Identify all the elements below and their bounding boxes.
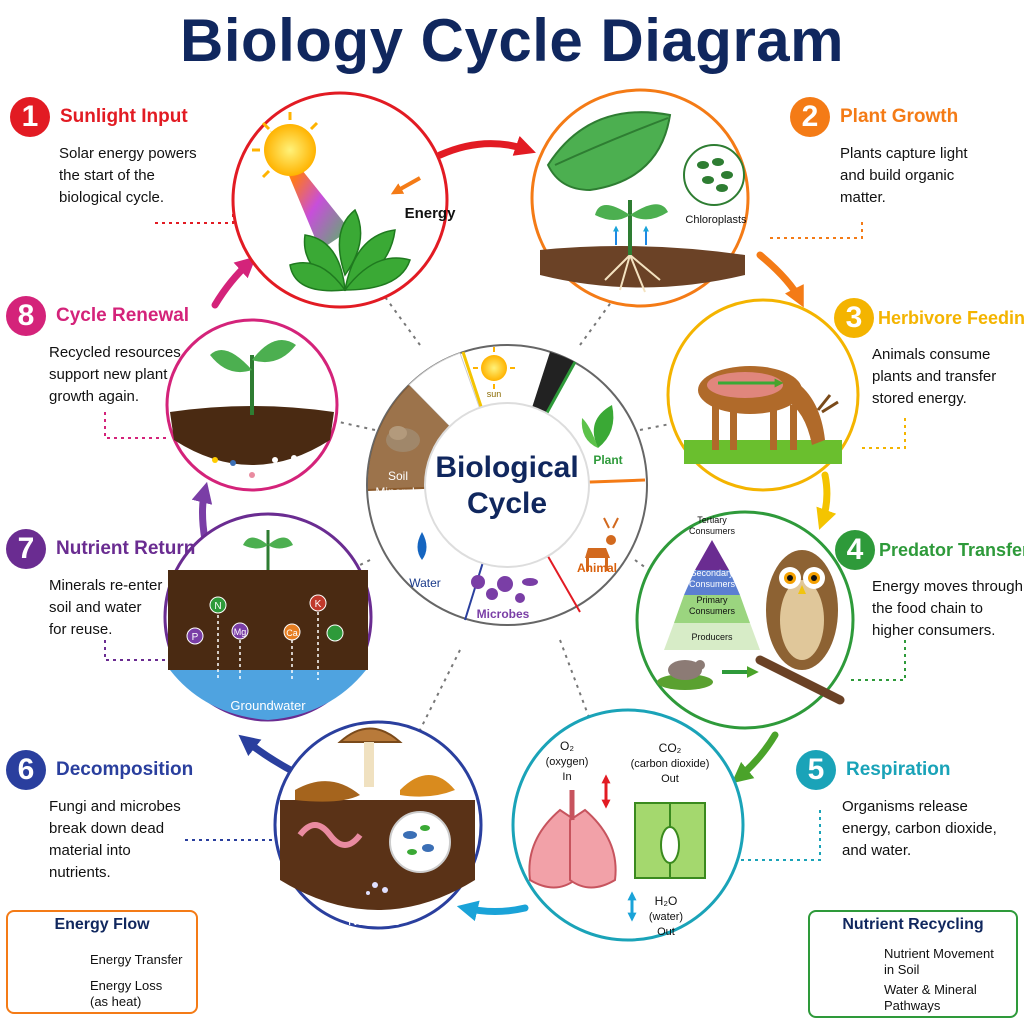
co2-label-1: CO₂ <box>659 741 682 755</box>
pyramid-level-label: Producers <box>691 632 733 642</box>
step-6-badge: 6 <box>6 750 46 790</box>
nutrients-label: Nutrients <box>348 913 401 928</box>
co2-label-3: Out <box>661 773 679 785</box>
legend-water-mineral-label: Water & Mineral Pathways <box>884 982 977 1014</box>
step-7-description: Minerals re-enter soil and water for reu… <box>49 575 195 641</box>
h2o-label-3: Out <box>657 926 675 938</box>
step-4-description: Energy moves through the food chain to h… <box>872 576 1024 642</box>
h2o-label-2: (water) <box>649 911 683 923</box>
mineral-ca: Ca <box>286 628 298 638</box>
step-7-title: Nutrient Return <box>56 538 195 560</box>
step-7-badge: 7 <box>6 529 46 569</box>
legend-energy-loss-label: Energy Loss (as heat) <box>90 978 162 1010</box>
o2-label-3: In <box>562 771 571 783</box>
wheel-plant-label: Plant <box>593 453 622 467</box>
stage-6-decomposition-illustration: Nutrients <box>275 722 481 928</box>
step-1-description: Solar energy powers the start of the bio… <box>59 143 197 209</box>
stage-3-herbivore-illustration <box>668 300 858 490</box>
step-2-badge: 2 <box>790 97 830 137</box>
stage-7-nutrient-return-illustration: N K Ca Mg P Groundwater <box>165 514 371 720</box>
step-1-badge: 1 <box>10 97 50 137</box>
wheel-soil-label-1: Soil <box>388 469 408 483</box>
step-7-nutrient-return: 7 Nutrient Return Minerals re-enter soil… <box>6 529 195 641</box>
step-4-title: Predator Transfer <box>879 540 1024 561</box>
step-1-title: Sunlight Input <box>60 106 188 128</box>
center-title-line2: Cycle <box>467 487 547 520</box>
co2-label-2: (carbon dioxide) <box>631 758 710 770</box>
page-title: Biology Cycle Diagram <box>0 6 1024 75</box>
step-4-predator-transfer: 4 Predator Transfer Energy moves through… <box>835 530 1024 642</box>
legend-energy-transfer-label: Energy Transfer <box>90 952 183 968</box>
step-2-plant-growth: 2 Plant Growth Plants capture light and … <box>790 97 968 209</box>
h2o-label-1: H₂O <box>655 894 678 908</box>
stage-8-renewal-illustration <box>167 320 337 490</box>
center-title-line1: Biological <box>435 451 578 484</box>
stage-2-plant-illustration: Chloroplasts <box>532 90 748 306</box>
wheel-animal-label: Animal <box>577 561 617 575</box>
step-1-sunlight-input: 1 Sunlight Input Solar energy powers the… <box>10 97 197 209</box>
groundwater-label: Groundwater <box>230 698 306 713</box>
step-3-title: Herbivore Feeding <box>878 308 1024 329</box>
wheel-sun-caption: sun <box>487 389 502 399</box>
step-5-badge: 5 <box>796 750 836 790</box>
center-wheel: Biological Cycle sun Plant Animal Microb… <box>367 345 647 625</box>
step-3-herbivore-feeding: 3 Herbivore Feeding Animals consume plan… <box>834 298 1024 410</box>
step-8-description: Recycled resources support new plant gro… <box>49 342 189 408</box>
wheel-soil-label-2: Minerals <box>375 485 420 499</box>
o2-label-1: O₂ <box>560 739 574 753</box>
legend-nutrient-title: Nutrient Recycling <box>810 916 1016 934</box>
stage-5-respiration-illustration: O₂ (oxygen) In CO₂ (carbon dioxide) Out … <box>513 710 743 940</box>
step-5-respiration: 5 Respiration Organisms release energy, … <box>796 750 997 862</box>
step-5-title: Respiration <box>846 759 951 781</box>
step-8-badge: 8 <box>6 296 46 336</box>
legend-energy-title: Energy Flow <box>8 916 196 934</box>
chloroplasts-label: Chloroplasts <box>685 214 747 226</box>
step-6-decomposition: 6 Decomposition Fungi and microbes break… <box>6 750 193 884</box>
stage-4-predator-illustration <box>637 512 853 728</box>
mineral-n: N <box>214 601 221 612</box>
step-8-title: Cycle Renewal <box>56 305 189 327</box>
step-5-description: Organisms release energy, carbon dioxide… <box>842 796 997 862</box>
step-8-cycle-renewal: 8 Cycle Renewal Recycled resources suppo… <box>6 296 189 408</box>
wheel-water-label: Water <box>409 576 441 590</box>
legend-nutrient-recycling: Nutrient Recycling Nutrient Movement in … <box>808 910 1018 1018</box>
energy-label: Energy <box>405 205 457 222</box>
mineral-mg: Mg <box>234 627 247 637</box>
o2-label-2: (oxygen) <box>546 756 589 768</box>
step-6-description: Fungi and microbes break down dead mater… <box>49 796 193 884</box>
step-4-badge: 4 <box>835 530 875 570</box>
legend-energy-flow: Energy Flow Energy Transfer Energy Loss … <box>6 910 198 1014</box>
step-3-badge: 3 <box>834 298 874 338</box>
step-3-description: Animals consume plants and transfer stor… <box>872 344 1024 410</box>
wheel-microbes-label: Microbes <box>477 607 530 621</box>
step-2-title: Plant Growth <box>840 106 958 128</box>
step-6-title: Decomposition <box>56 759 193 781</box>
step-2-description: Plants capture light and build organic m… <box>840 143 968 209</box>
legend-nutrient-movement-label: Nutrient Movement in Soil <box>884 946 994 978</box>
stage-1-sunlight-illustration: Energy <box>233 93 456 307</box>
mineral-k: K <box>315 599 322 610</box>
